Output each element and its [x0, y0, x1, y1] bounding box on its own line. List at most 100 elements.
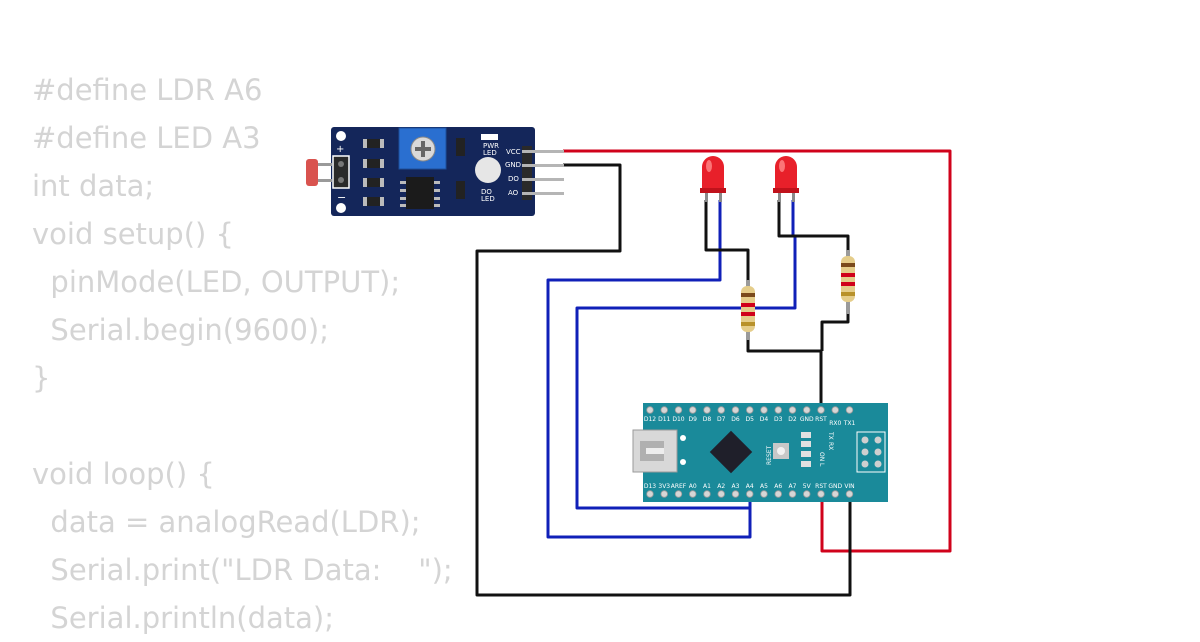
arduino-top-pin-label: D7 [717, 416, 726, 423]
arduino-top-pin [660, 406, 668, 414]
resistor-2 [841, 250, 855, 314]
arduino-bottom-pin-label: AREF [671, 483, 687, 490]
arduino-bottom-pin [731, 490, 740, 498]
module-header-pins [522, 146, 564, 200]
arduino-bottom-pin-label: A7 [789, 483, 797, 490]
indicator-led [475, 157, 501, 183]
arduino-bottom-pin-label: A4 [746, 483, 754, 490]
arduino-top-pin-label: D11 [658, 416, 670, 423]
reset-button [773, 443, 789, 459]
arduino-bottom-pin-label: A0 [689, 483, 697, 490]
arduino-top-pin-label: GND [800, 416, 814, 423]
arduino-top-pin-label: D9 [689, 416, 698, 423]
code-line: #define LDR A6 [32, 73, 263, 107]
arduino-top-pin-label: RX0 [829, 420, 841, 427]
arduino-bottom-pin-label: A2 [717, 483, 725, 490]
arduino-top-pin [831, 406, 839, 414]
red-led-1 [700, 156, 726, 202]
icsp-header [856, 431, 886, 473]
arduino-top-pin [803, 406, 811, 414]
arduino-bottom-pin [717, 490, 725, 498]
arduino-top-pin-label: D6 [731, 416, 740, 423]
ldr-photoresistor [306, 159, 332, 186]
arduino-top-pin [817, 406, 825, 414]
arduino-bottom-pin [774, 490, 782, 498]
arduino-bottom-pin-label: 3V3 [658, 483, 670, 490]
module-minus-label: − [337, 191, 346, 204]
arduino-bottom-pin-label: A3 [732, 483, 740, 490]
arduino-bottom-pin [660, 490, 668, 498]
wire-led1-resistor1 [704, 200, 750, 285]
arduino-top-pin [689, 406, 697, 414]
arduino-top-pin [774, 406, 782, 414]
wire-gnd-module [475, 163, 852, 597]
code-line: data = analogRead(LDR); [32, 505, 421, 539]
code-line: } [32, 361, 51, 395]
do-led-label: DO [481, 188, 492, 196]
pwr-led-label: PWR [483, 142, 499, 150]
arduino-top-pin-label: D8 [703, 416, 712, 423]
arduino-top-pin-label: D4 [760, 416, 769, 423]
potentiometer [398, 127, 447, 170]
comparator-chip [400, 177, 440, 209]
pin-label-ao: AO [508, 189, 519, 197]
arduino-bottom-pin [646, 490, 654, 498]
arduino-bottom-pin [803, 490, 811, 498]
reset-label: RESET [766, 445, 773, 465]
arduino-bottom-pin [746, 490, 754, 498]
arduino-top-pin [760, 406, 768, 414]
status-label-rx: RX [827, 442, 834, 450]
arduino-bottom-pin-label: A5 [760, 483, 768, 490]
ldr-sensor-module: + − [306, 127, 564, 216]
arduino-bottom-pin-label: VIN [844, 483, 854, 490]
arduino-top-pin [746, 406, 754, 414]
status-label-tx: TX [827, 431, 834, 440]
red-led-2 [773, 156, 799, 202]
arduino-bottom-pin-label: D13 [644, 483, 656, 490]
pin-label-do: DO [508, 175, 519, 183]
code-line: Serial.begin(9600); [32, 313, 330, 347]
arduino-top-pin-label: TX1 [843, 420, 856, 427]
pin-label-gnd: GND [505, 161, 521, 169]
arduino-bottom-pin [788, 490, 797, 498]
wire-resistor2-gnd [820, 310, 850, 351]
code-line: Serial.print("LDR Data: "); [32, 553, 453, 587]
arduino-bottom-pin [760, 490, 768, 498]
arduino-bottom-pin [689, 490, 697, 498]
arduino-top-pin-label: RST [815, 416, 827, 423]
arduino-bottom-pin-label: 5V [803, 483, 812, 490]
status-label-on: ON [818, 452, 825, 461]
arduino-bottom-pin [674, 490, 683, 498]
usb-mini-connector [632, 429, 686, 473]
wire-resistor1-gnd [746, 335, 823, 410]
arduino-top-pin-label: D12 [644, 416, 656, 423]
arduino-top-pin-label: D2 [788, 416, 797, 423]
arduino-top-pin [845, 406, 854, 414]
arduino-bottom-pin-label: GND [828, 483, 842, 490]
arduino-top-pin [731, 406, 740, 414]
module-plus-label: + [336, 144, 344, 155]
arduino-top-pin [703, 406, 711, 414]
arduino-bottom-pin [703, 490, 711, 498]
status-label-l: L [818, 463, 825, 467]
arduino-bottom-pin [817, 490, 825, 498]
code-line: void setup() { [32, 217, 234, 251]
arduino-top-pin [674, 406, 683, 414]
code-line: Serial.println(data); [32, 601, 335, 635]
arduino-bottom-pin [845, 490, 854, 498]
resistor-1 [741, 280, 755, 340]
pin-label-vcc: VCC [506, 148, 521, 156]
arduino-top-pin [717, 406, 725, 414]
arduino-top-pin-label: D10 [672, 416, 684, 423]
arduino-bottom-pin [831, 490, 839, 498]
code-line: int data; [32, 169, 155, 203]
code-line: pinMode(LED, OUTPUT); [32, 265, 401, 299]
arduino-top-pin-label: D3 [774, 416, 783, 423]
code-line: void loop() { [32, 457, 215, 491]
pwr-led-label: LED [483, 149, 497, 157]
wire-led2-resistor2 [777, 200, 850, 255]
arduino-bottom-pin-label: RST [815, 483, 827, 490]
